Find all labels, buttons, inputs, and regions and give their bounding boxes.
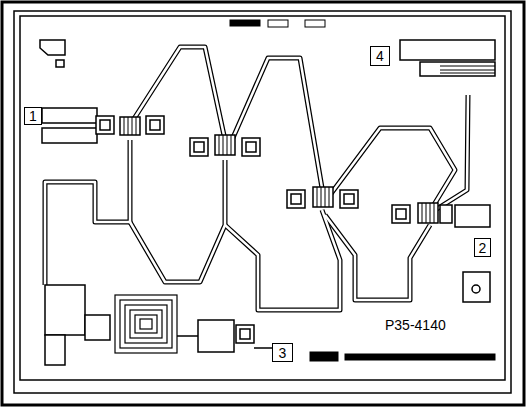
transistor-cells [96, 116, 452, 223]
pad-number: 4 [376, 49, 384, 63]
top-marks [230, 20, 495, 361]
die-inner-edge [20, 16, 505, 380]
pad-number: 1 [29, 109, 37, 123]
bond-pads [40, 40, 495, 365]
outer-frame [2, 2, 524, 405]
gate-fingers [124, 66, 495, 223]
pad-number: 3 [279, 346, 287, 360]
part-number: P35-4140 [384, 317, 447, 333]
mim-capacitor [177, 320, 272, 352]
pad-number-box: 2 [474, 238, 491, 257]
pad-number-box: 1 [24, 107, 42, 125]
die-edge [14, 11, 511, 393]
pad-number-box: 4 [370, 46, 390, 66]
spiral-inductor [115, 295, 177, 353]
pad-number: 2 [479, 241, 487, 255]
pad-number-box: 3 [272, 343, 293, 362]
transmission-lines [45, 47, 468, 310]
